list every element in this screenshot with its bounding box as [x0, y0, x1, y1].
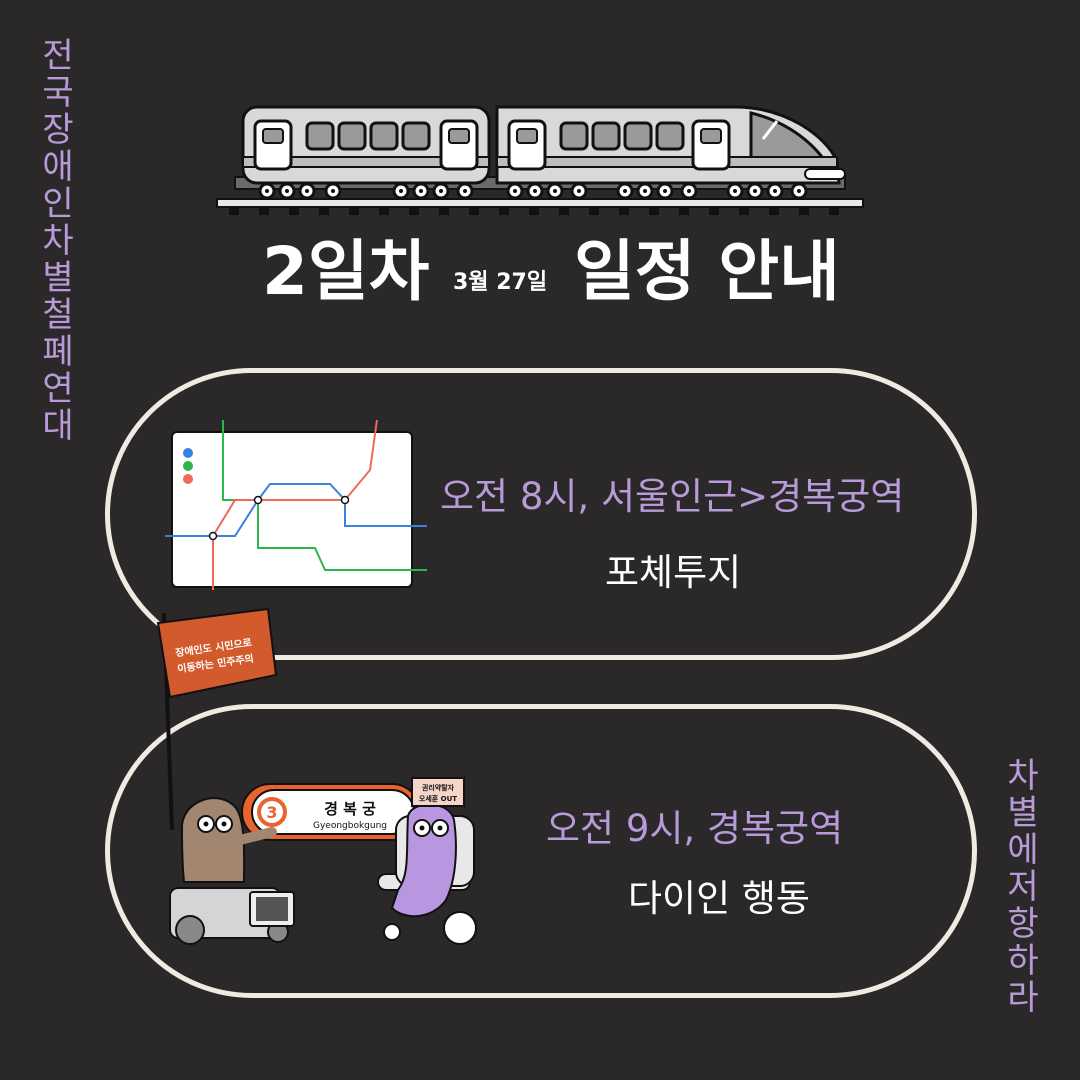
placard-line-1: 권리약탈자: [422, 783, 455, 792]
subway-map-icon: [165, 420, 427, 590]
title-day: 2일차: [262, 233, 430, 310]
side-text-right: 차별에저항하라: [1007, 756, 1039, 1018]
title-date: 3월 27일: [453, 270, 548, 295]
schedule-1-time: 오전 8시, 서울인근>경복궁역: [440, 475, 905, 518]
schedule-1-desc: 포체투지: [605, 551, 742, 594]
station-name-ko: 경 복 궁: [324, 800, 376, 818]
placard-line-2: 오세훈 OUT: [419, 794, 457, 803]
station-name-en: Gyeongbokgung: [313, 821, 387, 831]
schedule-card-2: [105, 704, 977, 998]
flag-icon: 장애인도 시민으로 이동하는 민주주의: [156, 607, 278, 831]
station-line-number: 3: [266, 803, 277, 822]
title-schedule: 일정 안내: [574, 233, 840, 310]
schedule-2-desc: 다이인 행동: [628, 877, 810, 920]
title-row: 2일차 3월 27일 일정 안내: [0, 228, 1080, 318]
train-icon: [216, 105, 864, 215]
schedule-2-time: 오전 9시, 경복궁역: [546, 807, 844, 850]
side-text-left: 전국장애인차별철폐연대: [42, 36, 74, 446]
schedule-card-1: [105, 368, 977, 660]
protest-characters-illustration: 3 경 복 궁 Gyeongbokgung 권리약탈자 오세훈 OUT: [169, 777, 477, 945]
